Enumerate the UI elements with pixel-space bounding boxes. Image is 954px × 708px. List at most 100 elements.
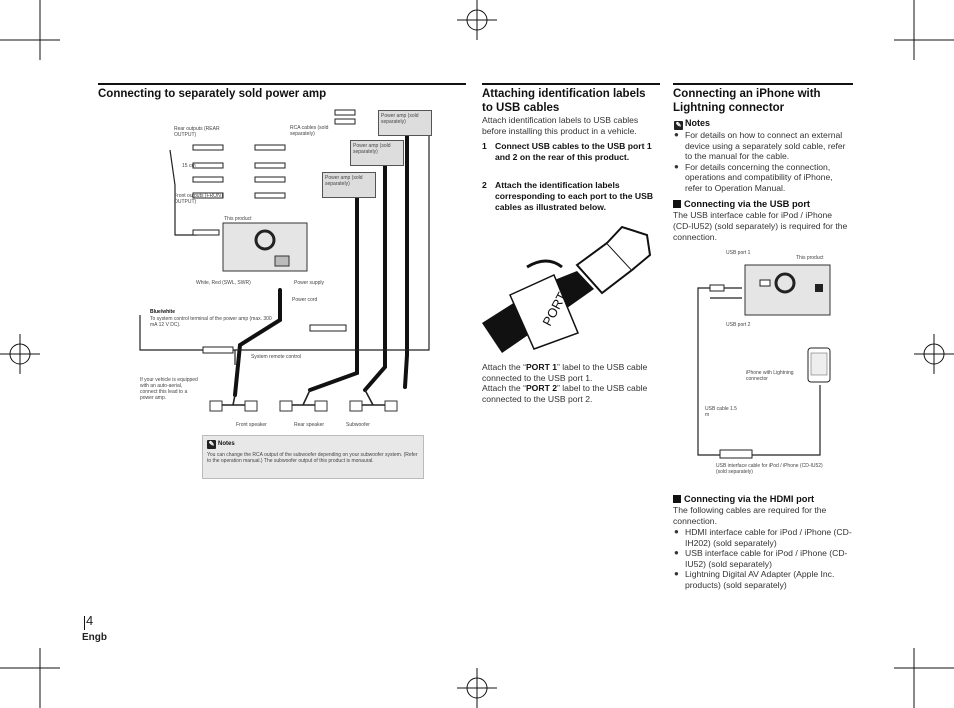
label-15cm: 15 cm xyxy=(182,163,196,169)
amp-notes-text: You can change the RCA output of the sub… xyxy=(207,452,418,464)
iphone-notes-title: Notes xyxy=(685,118,711,128)
label-white-red: White, Red (SWL, SWR) xyxy=(196,280,251,286)
amp-notes-title: Notes xyxy=(218,441,235,447)
speaker xyxy=(244,400,258,412)
rca-connector xyxy=(192,162,224,169)
fuse-connector xyxy=(309,324,347,332)
label-power-supply: Power supply xyxy=(294,280,325,286)
usb-labels-title-line1: Attaching identification labels xyxy=(482,88,646,100)
rca-connector xyxy=(192,192,224,199)
page-number: 4 xyxy=(86,613,94,628)
usb-after-text-1: Attach the “PORT 1” label to the USB cab… xyxy=(482,362,662,384)
note-pencil-icon: ✎ xyxy=(207,440,216,449)
usb-labels-title-line2: to USB cables xyxy=(482,102,560,114)
square-bullet-icon xyxy=(673,200,681,208)
after-2-port: PORT 2 xyxy=(525,383,557,393)
usb-labels-rule xyxy=(482,83,660,85)
hdmi-title: Connecting via the HDMI port xyxy=(684,494,815,504)
step-text: Connect USB cables to the USB port 1 and… xyxy=(495,141,652,162)
iphone-title-line1: Connecting an iPhone with xyxy=(673,88,821,100)
speaker xyxy=(314,400,328,412)
power-amp-box-3: Power amp (sold separately) xyxy=(322,172,376,198)
after-1-suffix: ” label to the USB cable connected to th… xyxy=(482,362,648,383)
label-this-product-right: This product xyxy=(796,255,824,261)
label-blue-white-desc: To system control terminal of the power … xyxy=(150,316,272,328)
speaker xyxy=(384,400,398,412)
speaker xyxy=(209,400,223,412)
label-usb-cable: USB cable 1.5 m xyxy=(705,406,737,418)
amp-notes-box: ✎Notes You can change the RCA output of … xyxy=(202,435,424,479)
label-usb-port-1: USB port 1 xyxy=(726,250,751,256)
speaker xyxy=(279,400,293,412)
label-iphone-with: iPhone with Lightning connector xyxy=(746,370,794,382)
rca-connector xyxy=(334,118,356,125)
rca-connector xyxy=(254,176,286,183)
cable-power-amp-1 xyxy=(403,128,409,389)
after-1-port: PORT 1 xyxy=(525,362,557,372)
usb-step-1: 1 Connect USB cables to the USB port 1 a… xyxy=(482,141,662,163)
hdmi-subheading: Connecting via the HDMI port xyxy=(673,494,814,504)
rca-connector xyxy=(192,229,220,236)
rca-connector xyxy=(192,144,224,151)
step-text: Attach the identification labels corresp… xyxy=(495,180,654,212)
label-front-speaker: Front speaker xyxy=(236,422,267,428)
hdmi-intro: The following cables are required for th… xyxy=(673,505,827,526)
usb-port-title: Connecting via the USB port xyxy=(684,199,811,209)
list-item: For details on how to connect an externa… xyxy=(674,130,852,162)
cable-power-amp-3 xyxy=(308,193,359,392)
usb-label-illustration: PORT1 xyxy=(482,225,652,353)
hdmi-items-list: HDMI interface cable for iPod / iPhone (… xyxy=(674,527,852,591)
label-blue-white: Blue/white xyxy=(150,309,176,315)
rca-connector xyxy=(254,192,286,199)
list-item: For details concerning the connection, o… xyxy=(674,162,852,194)
speaker xyxy=(349,400,363,412)
interface-cable-connector xyxy=(719,449,753,459)
amp-section-rule xyxy=(98,83,466,85)
usb-port-subheading: Connecting via the USB port xyxy=(673,199,810,209)
usb-labels-title: Attaching identification labels to USB c… xyxy=(482,87,664,115)
list-item: USB interface cable for iPod / iPhone (C… xyxy=(674,548,852,569)
iphone-rule xyxy=(673,83,853,85)
rca-connector xyxy=(254,162,286,169)
label-subwoofer: Subwoofer xyxy=(346,422,370,428)
power-amp-wiring-diagram xyxy=(139,109,430,412)
usb-step-2: 2 Attach the identification labels corre… xyxy=(482,180,662,212)
power-amp-box-1: Power amp (sold separately) xyxy=(378,110,432,136)
power-amp-box-2: Power amp (sold separately) xyxy=(350,140,404,166)
remote-connector xyxy=(202,346,234,354)
label-rear-outputs: Rear outputs (REAR OUTPUT) xyxy=(174,126,220,138)
square-bullet-icon xyxy=(673,495,681,503)
cable-power-cord xyxy=(233,288,282,397)
label-interface-cable: USB interface cable for iPod / iPhone (C… xyxy=(716,463,823,475)
rca-connector xyxy=(192,176,224,183)
label-rca-cables: RCA cables (sold separately) xyxy=(290,125,329,137)
list-item: HDMI interface cable for iPod / iPhone (… xyxy=(674,527,852,548)
usb-labels-intro: Attach identification labels to USB cabl… xyxy=(482,115,639,136)
step-number: 2 xyxy=(482,180,487,190)
list-item: Lightning Digital AV Adapter (Apple Inc.… xyxy=(674,569,852,590)
note-pencil-icon: ✎ xyxy=(674,121,683,130)
label-rear-speaker: Rear speaker xyxy=(294,422,325,428)
iphone-title-line2: Lightning connector xyxy=(673,102,785,114)
label-auto-aerial: If your vehicle is equipped with an auto… xyxy=(140,377,198,401)
label-usb-port-2: USB port 2 xyxy=(726,322,751,328)
iphone-notes-heading: ✎Notes xyxy=(674,118,710,130)
usb-port-text: The USB interface cable for iPod / iPhon… xyxy=(673,210,848,242)
after-1-prefix: Attach the “ xyxy=(482,362,526,372)
iphone-usb-diagram xyxy=(697,264,831,459)
label-this-product: This product xyxy=(224,216,252,222)
label-front-outputs: Front outputs (FRONT OUTPUT) xyxy=(174,193,224,205)
iphone-title: Connecting an iPhone with Lightning conn… xyxy=(673,87,855,115)
step-number: 1 xyxy=(482,141,487,151)
label-power-cord: Power cord xyxy=(292,297,318,303)
iphone-notes-list: For details on how to connect an externa… xyxy=(674,130,852,194)
rca-connector xyxy=(254,144,286,151)
after-2-prefix: Attach the “ xyxy=(482,383,526,393)
amp-section-title: Connecting to separately sold power amp xyxy=(98,88,327,100)
label-system-remote: System remote control xyxy=(251,354,302,360)
usb-after-text-2: Attach the “PORT 2” label to the USB cab… xyxy=(482,383,662,405)
after-2-suffix: ” label to the USB cable connected to th… xyxy=(482,383,648,404)
cable-power-amp-2 xyxy=(363,156,387,392)
rca-connector xyxy=(334,109,356,116)
